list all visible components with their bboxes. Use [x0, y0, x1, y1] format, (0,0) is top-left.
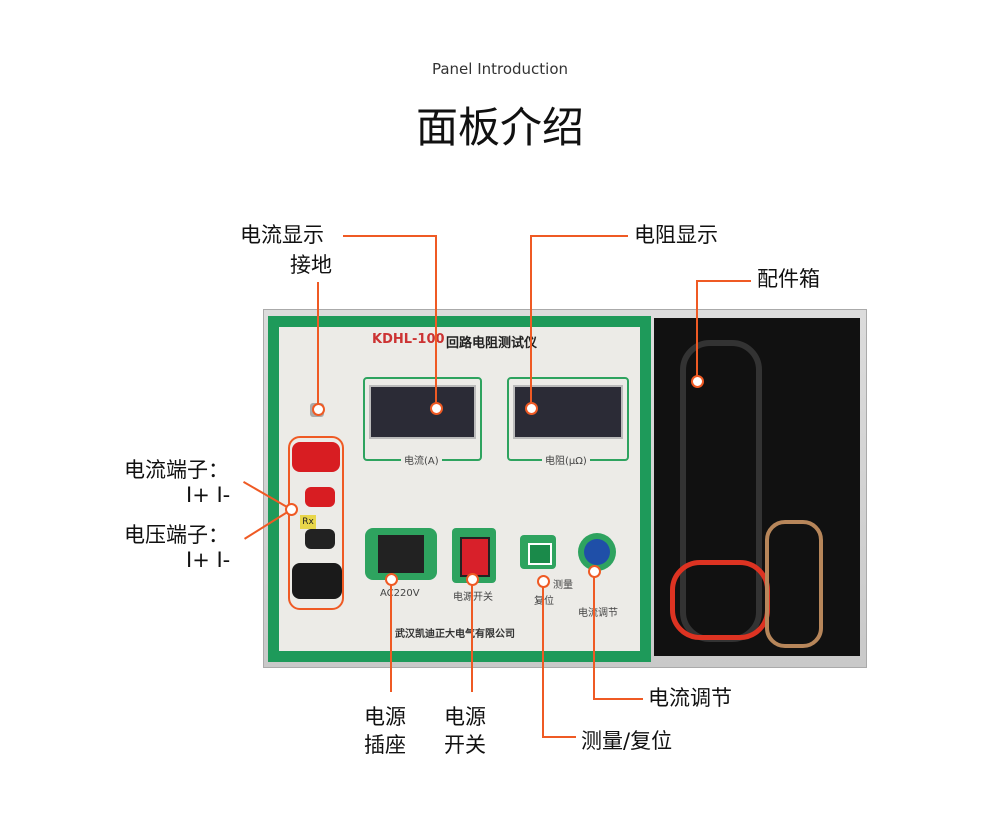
- callout-line: [530, 235, 532, 407]
- callout-dot: [466, 573, 479, 586]
- callout-voltage-terminal: 电压端子：: [124, 523, 229, 547]
- callout-line: [697, 280, 751, 282]
- callout-line: [542, 582, 544, 737]
- callout-line: [471, 580, 473, 692]
- callout-dot: [691, 375, 704, 388]
- power-switch[interactable]: [460, 537, 490, 577]
- measure-reset-button[interactable]: [528, 543, 552, 565]
- callout-line: [343, 235, 437, 237]
- copper-cable: [765, 520, 823, 648]
- knob-label: 电流调节: [578, 608, 618, 619]
- rx-label: Rx: [300, 515, 316, 529]
- callout-power-switch-1: 电源: [444, 705, 486, 729]
- callout-dot: [385, 573, 398, 586]
- callout-accessory-box: 配件箱: [757, 267, 820, 291]
- resistance-display-label: 电阻(μΩ): [542, 452, 590, 467]
- callout-current-terminal: 电流端子：: [124, 458, 229, 482]
- callout-voltage-terminal-polarity: I+ I-: [186, 548, 231, 572]
- current-terminal-minus[interactable]: [292, 563, 342, 599]
- callout-current-adjust: 电流调节: [648, 686, 732, 710]
- callout-line: [317, 282, 319, 408]
- callout-line: [593, 572, 595, 699]
- model-label: KDHL-100: [372, 332, 445, 347]
- callout-current-terminal-polarity: I+ I-: [186, 483, 231, 507]
- callout-ground: 接地: [290, 253, 332, 277]
- measure-label: 测量: [553, 580, 573, 591]
- callout-line: [530, 235, 628, 237]
- callout-power-switch-2: 开关: [444, 733, 486, 757]
- current-adjust-knob[interactable]: [584, 539, 610, 565]
- callout-measure-reset: 测量/复位: [581, 729, 673, 753]
- current-display-label: 电流(A): [401, 452, 442, 467]
- callout-dot: [525, 402, 538, 415]
- callout-dot: [537, 575, 550, 588]
- callout-resistance-display: 电阻显示: [634, 223, 718, 247]
- callout-line: [390, 580, 392, 692]
- voltage-terminal-plus[interactable]: [305, 487, 335, 507]
- terminal-highlight: [288, 436, 344, 610]
- voltage-terminal-minus[interactable]: [305, 529, 335, 549]
- socket-label: AC220V: [380, 588, 420, 599]
- callout-line: [542, 736, 576, 738]
- callout-dot: [285, 503, 298, 516]
- callout-line: [435, 235, 437, 407]
- subtitle: Panel Introduction: [431, 60, 569, 78]
- callout-dot: [430, 402, 443, 415]
- power-socket[interactable]: [378, 535, 424, 573]
- current-display: [369, 385, 476, 439]
- device-name: 回路电阻测试仪: [446, 336, 538, 351]
- callout-power-socket-1: 电源: [364, 705, 406, 729]
- callout-power-socket-2: 插座: [364, 733, 406, 757]
- callout-line: [696, 280, 698, 380]
- switch-label: 电源开关: [453, 592, 493, 603]
- callout-current-display: 电流显示: [240, 223, 324, 247]
- callout-line: [593, 698, 643, 700]
- company-name: 武汉凯迪正大电气有限公司: [395, 629, 515, 640]
- reset-label: 复位: [534, 596, 554, 607]
- callout-dot: [312, 403, 325, 416]
- page-title: 面板介绍: [415, 103, 584, 152]
- red-cable: [670, 560, 770, 640]
- callout-dot: [588, 565, 601, 578]
